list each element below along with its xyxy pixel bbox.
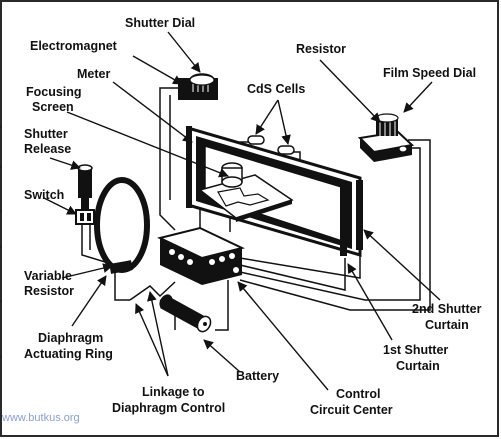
labels: Shutter Dial Electromagnet Meter Focusin… — [24, 16, 482, 417]
control-circuit-center-icon — [157, 226, 245, 285]
leader-lines — [43, 31, 441, 391]
battery-icon — [159, 294, 212, 333]
label-variable-resistor-line1: Variable — [24, 269, 72, 283]
second-curtain-drum — [356, 180, 363, 250]
cds-cells-icon — [247, 135, 295, 155]
label-shutter-release-line1: Shutter — [24, 127, 68, 141]
label-diaphragm-ring-line1: Diaphragm — [38, 331, 103, 345]
label-control-line2: Circuit Center — [310, 403, 393, 417]
label-first-curtain-line1: 1st Shutter — [383, 343, 448, 357]
label-resistor: Resistor — [296, 42, 346, 56]
label-control-line1: Control — [336, 387, 380, 401]
label-linkage-line2: Diaphragm Control — [112, 401, 225, 415]
label-electromagnet: Electromagnet — [30, 39, 118, 53]
variable-resistor-icon — [109, 260, 133, 274]
shutter-release-icon — [77, 164, 93, 210]
label-shutter-dial: Shutter Dial — [125, 16, 195, 30]
label-linkage-line1: Linkage to — [142, 385, 205, 399]
label-switch: Switch — [24, 188, 64, 202]
label-second-curtain-line2: Curtain — [425, 318, 469, 332]
label-battery: Battery — [236, 369, 279, 383]
label-shutter-release-line2: Release — [24, 142, 71, 156]
switch-icon — [75, 209, 95, 225]
margin-marks — [0, 125, 2, 358]
label-variable-resistor-line2: Resistor — [24, 284, 74, 298]
diaphragm-ring-icon — [94, 177, 150, 273]
label-diaphragm-ring-line2: Actuating Ring — [24, 347, 113, 361]
label-focusing-line2: Screen — [32, 100, 74, 114]
first-curtain-drum — [340, 186, 347, 256]
film-speed-dial-icon — [357, 113, 415, 162]
label-second-curtain-line1: 2nd Shutter — [412, 302, 482, 316]
label-meter: Meter — [77, 67, 110, 81]
label-focusing-line1: Focusing — [26, 85, 82, 99]
shutter-dial-icon — [178, 73, 218, 100]
label-cds-cells: CdS Cells — [247, 82, 305, 96]
label-film-speed-dial: Film Speed Dial — [383, 66, 476, 80]
watermark: www.butkus.org — [1, 412, 80, 424]
first-curtain-rail — [186, 126, 192, 208]
label-first-curtain-line2: Curtain — [396, 359, 440, 373]
